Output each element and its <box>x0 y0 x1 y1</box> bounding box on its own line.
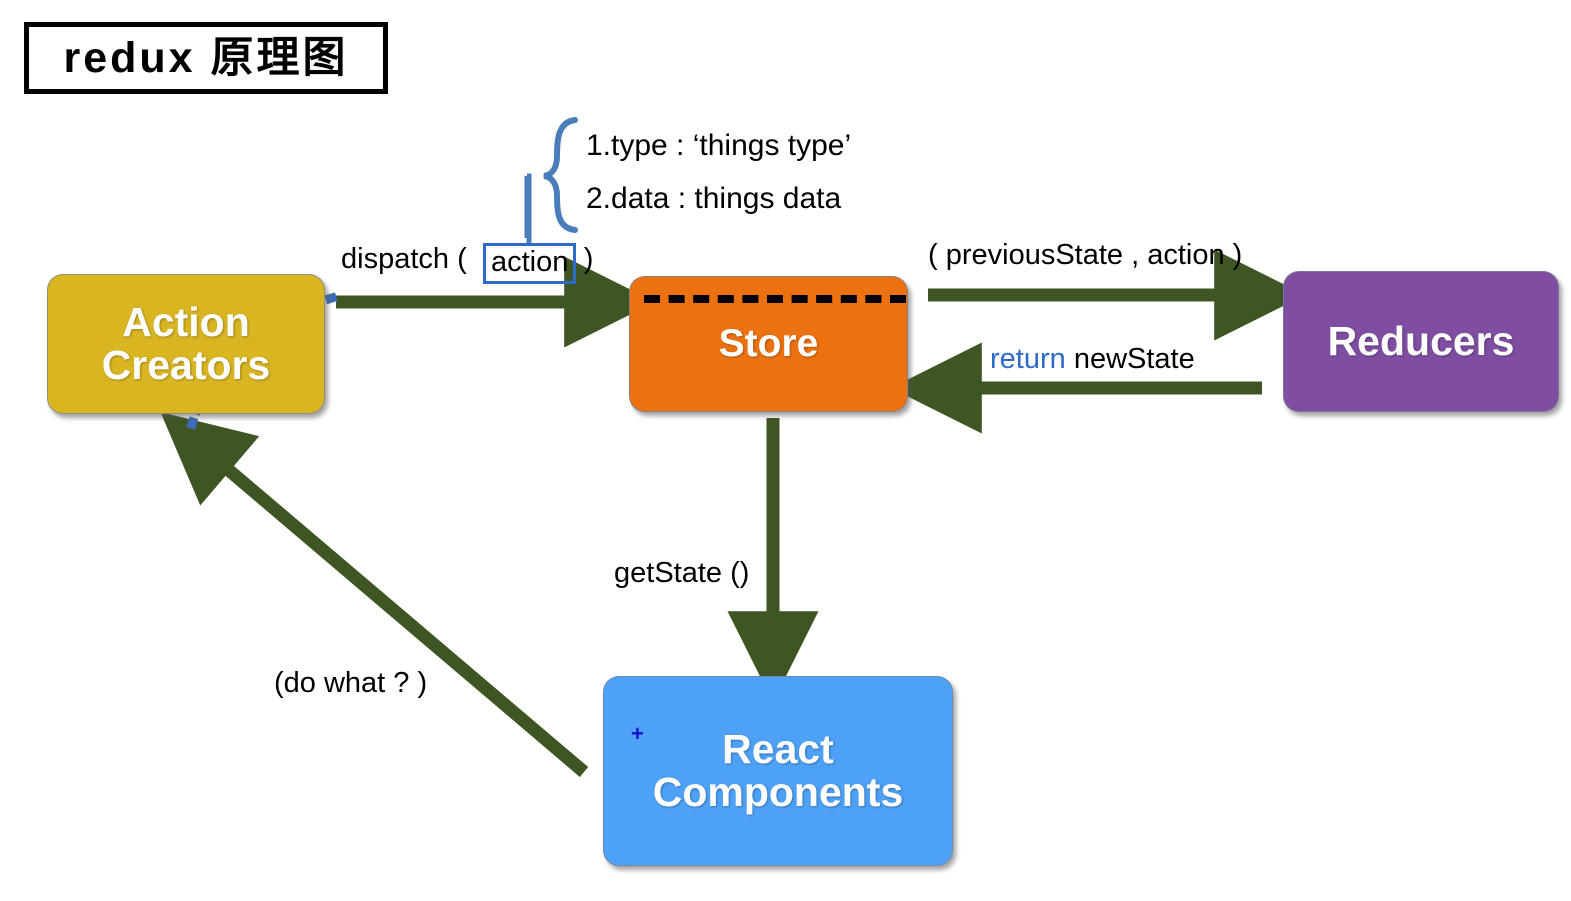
annotation-data-label: 2.data : things data <box>586 182 842 215</box>
annotation-type-label: 1.type : ‘things type’ <box>586 129 852 162</box>
dispatch-suffix: ) <box>583 243 594 275</box>
do-what-arrow <box>160 411 589 777</box>
do-what-label: (do what ? ) <box>274 667 428 699</box>
action-token-box: action <box>483 243 577 285</box>
node-reducers-label: Reducers <box>1327 317 1515 364</box>
new-state-text: newState <box>1073 343 1195 375</box>
plus-marker-icon: + <box>631 721 644 746</box>
dispatch-label: dispatch ( ) <box>341 243 593 276</box>
return-keyword: return <box>990 343 1066 375</box>
dispatch-prefix: dispatch ( <box>341 243 467 275</box>
action-brace-connector <box>524 117 578 244</box>
node-store-label: Store <box>718 322 819 366</box>
node-reducers[interactable]: Reducers <box>1283 271 1559 412</box>
store-dashed-rule <box>644 295 906 303</box>
page-title: redux 原理图 <box>63 33 349 82</box>
get-state-label: getState () <box>614 557 750 589</box>
return-new-state-label: return newState <box>990 343 1195 376</box>
previous-state-label: ( previousState , action ) <box>928 239 1243 271</box>
title-box: redux 原理图 <box>24 22 388 94</box>
